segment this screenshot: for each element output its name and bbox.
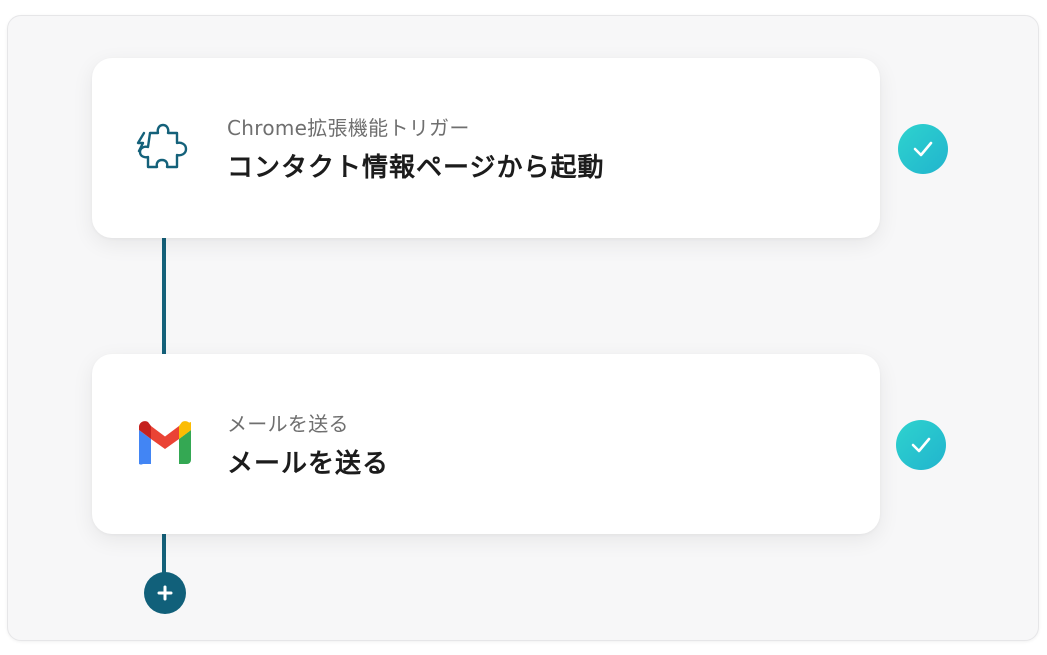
step-card-chrome-trigger[interactable]: Chrome拡張機能トリガー コンタクト情報ページから起動 — [92, 58, 880, 238]
check-icon — [896, 420, 946, 470]
step-subtitle: メールを送る — [227, 412, 349, 436]
step-subtitle: Chrome拡張機能トリガー — [227, 116, 470, 140]
step-card-gmail-send[interactable]: メールを送る メールを送る — [92, 354, 880, 534]
step-title: メールを送る — [227, 449, 390, 479]
step-title: コンタクト情報ページから起動 — [227, 153, 605, 183]
check-icon — [898, 124, 948, 174]
plus-icon — [157, 585, 173, 601]
puzzle-icon — [132, 118, 198, 176]
gmail-icon — [132, 414, 198, 472]
flow-connector — [162, 534, 166, 574]
flow-connector — [162, 238, 166, 354]
add-step-button[interactable] — [144, 572, 186, 614]
